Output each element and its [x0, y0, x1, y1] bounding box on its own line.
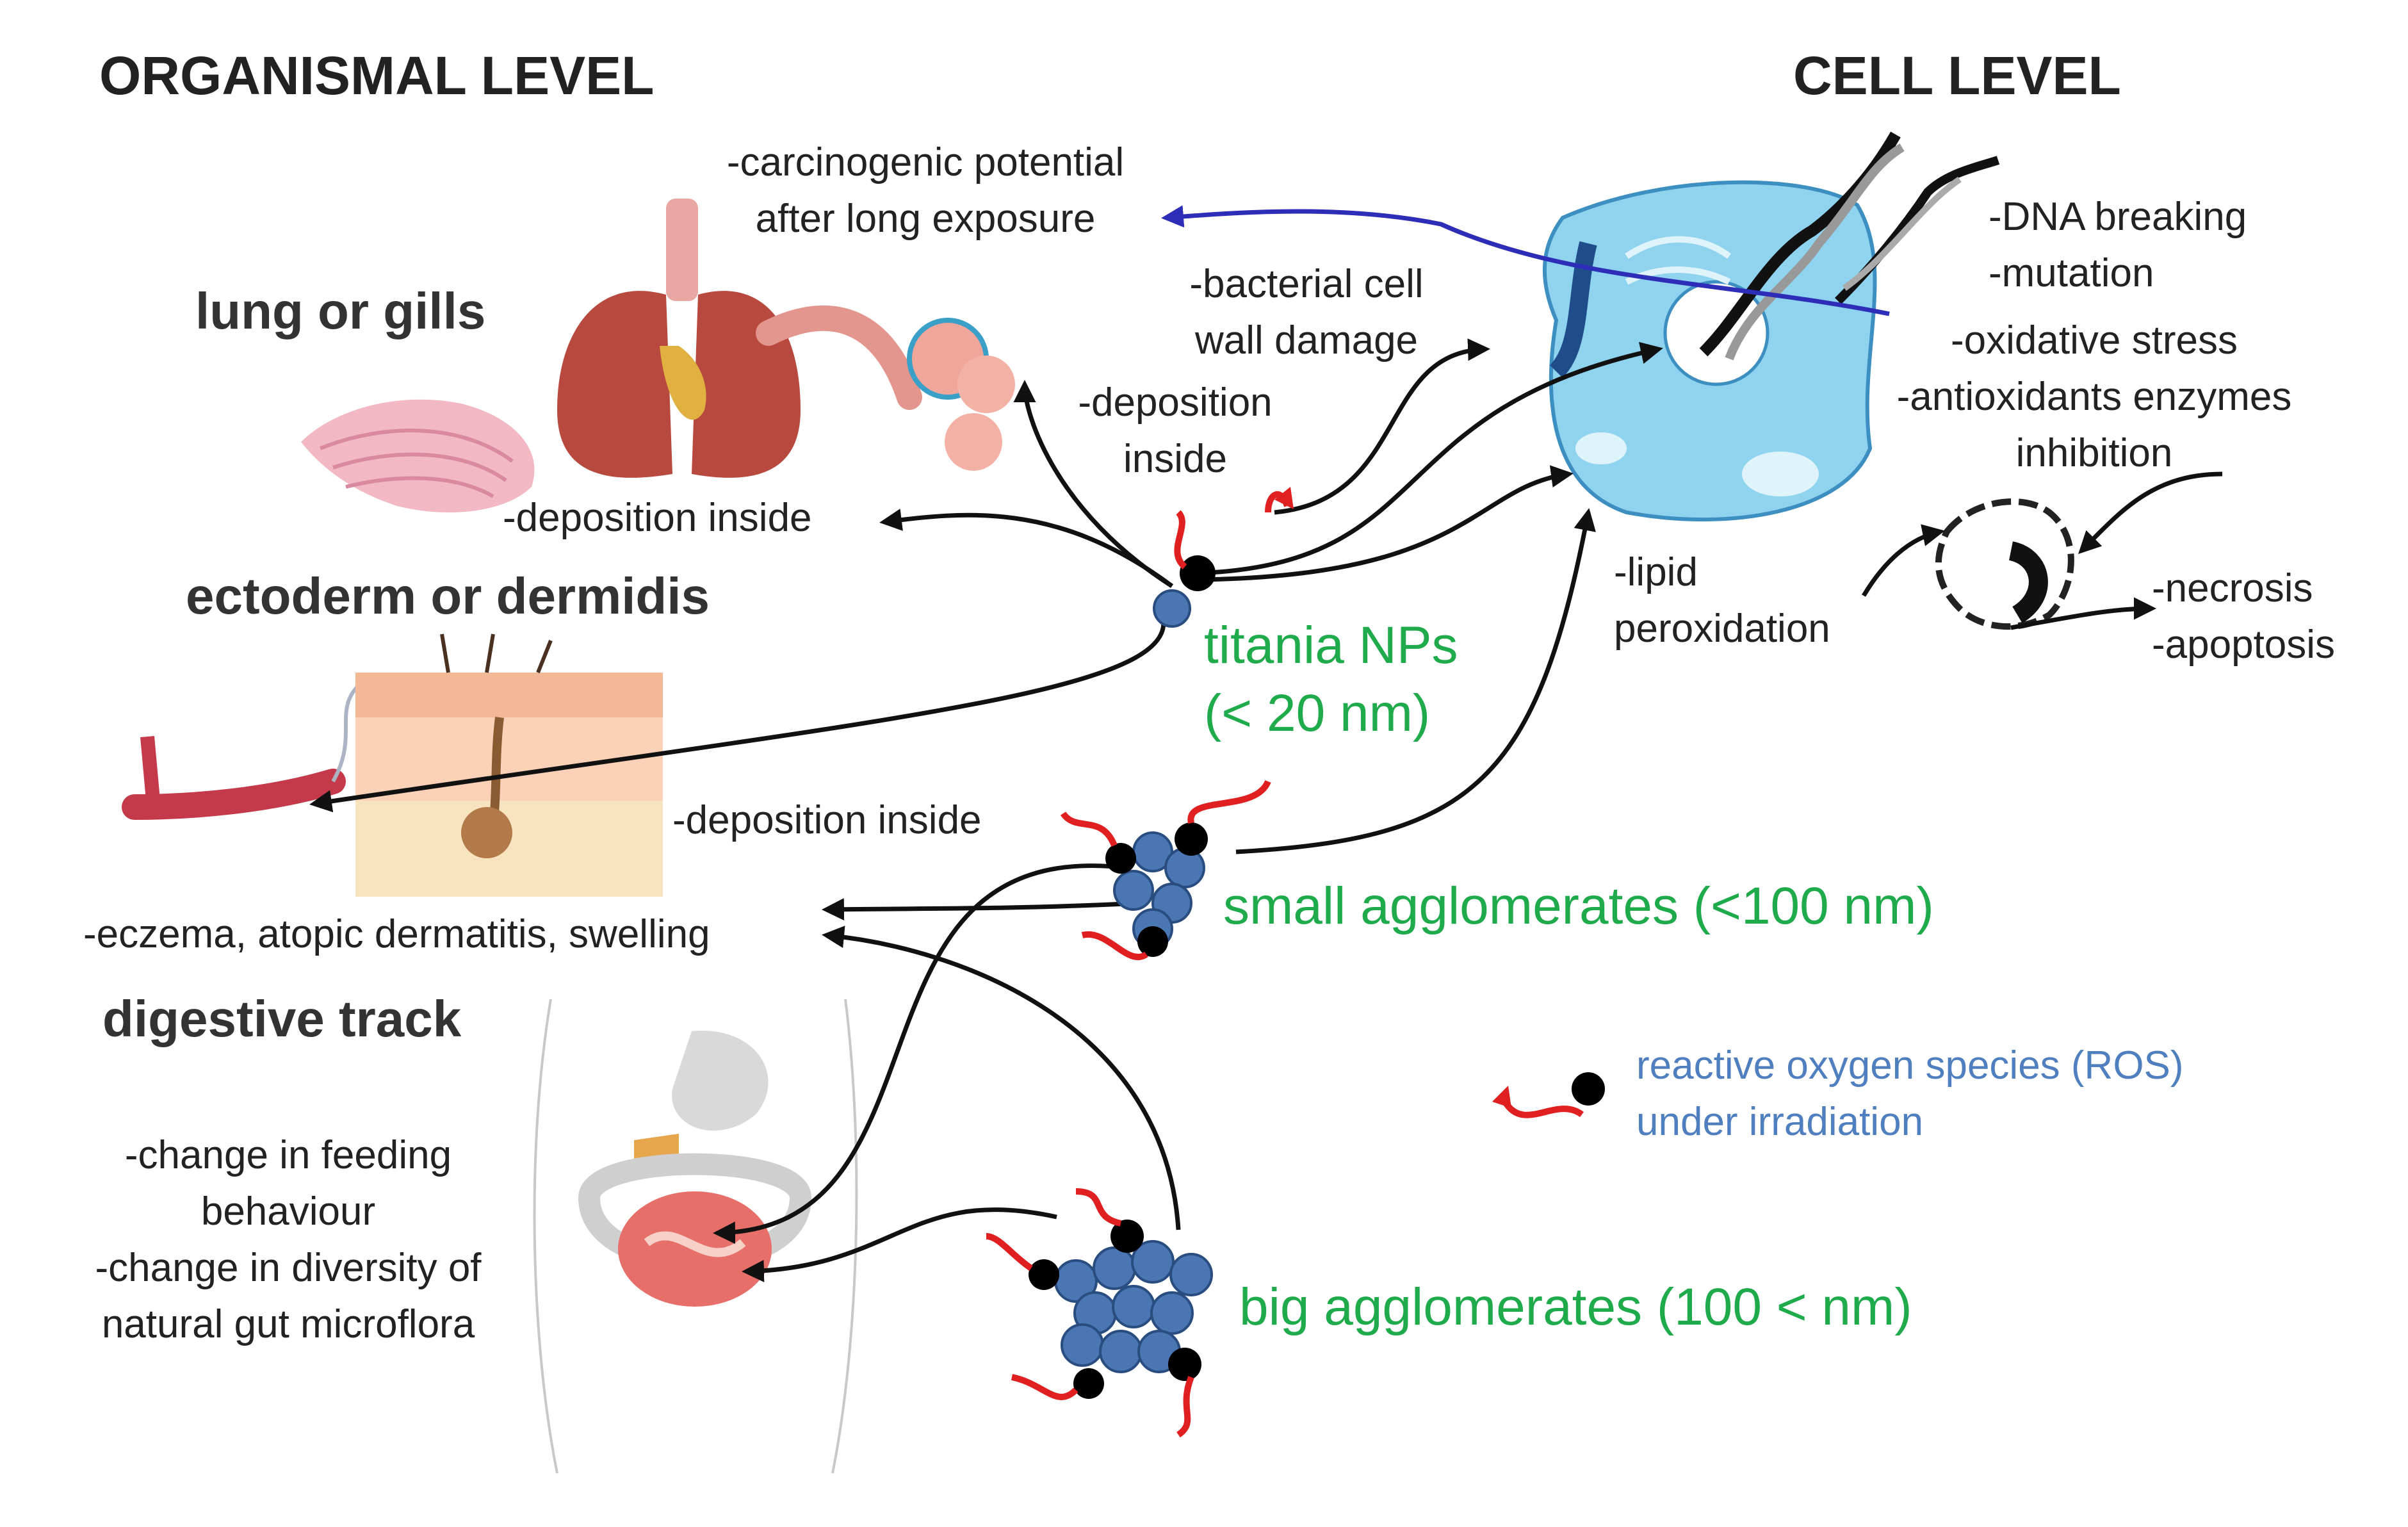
carcinogenic-line-1: -carcinogenic potential: [726, 140, 1125, 184]
oxidative-line-2: -antioxidants enzymes: [1896, 375, 2292, 419]
cell-level-title: CELL LEVEL: [1793, 45, 2121, 106]
digestive-line-4: natural gut microflora: [101, 1302, 475, 1346]
arrow-to-gills: [879, 509, 1174, 588]
arrow-to-skin: [309, 614, 1166, 813]
bacterial-line-2: wall damage: [1194, 318, 1419, 363]
apoptosis-label: -apoptosis: [2152, 623, 2336, 667]
dna-line-2: -mutation: [1989, 251, 2154, 295]
digestive-illustration: [533, 999, 858, 1474]
digestive-label: digestive track: [102, 990, 462, 1047]
legend-line-2: under irradiation: [1636, 1100, 1924, 1144]
oxidative-effect: -oxidative stress -antioxidants enzymes …: [1832, 313, 2357, 482]
legend-ros-text: reactive oxygen species (ROS) under irra…: [1636, 1038, 2184, 1150]
oxidative-line-1: -oxidative stress: [1951, 318, 2238, 363]
arrow-small-to-cell: [1235, 508, 1596, 854]
worm-illustration: [122, 683, 361, 820]
carcinogenic-effect: -carcinogenic potential after long expos…: [695, 135, 1156, 247]
necrosis-label: -necrosis: [2152, 566, 2313, 610]
small-agglomerate: [1060, 780, 1271, 961]
titania-line-2: (< 20 nm): [1204, 684, 1431, 742]
lung-gills-label: lung or gills: [195, 282, 486, 339]
arrow-oxidative-in: [2078, 471, 2223, 554]
arrow-small-to-gut: [713, 863, 1128, 1245]
eczema-effect: -eczema, atopic dermatitis, swelling: [83, 912, 710, 956]
gills-deposition-effect: -deposition inside: [503, 496, 812, 540]
dead-cell-illustration: [1935, 498, 2074, 630]
digestive-line-1: -change in feeding: [124, 1133, 452, 1177]
lungs-illustration: [557, 199, 1015, 478]
legend-ros-icon: [1492, 1072, 1605, 1118]
big-agglomerate: [986, 1188, 1213, 1438]
gills-illustration: [301, 399, 535, 512]
arrow-to-cell-1: [1197, 341, 1663, 576]
lipid-effect: -lipid peroxidation: [1614, 544, 1830, 657]
arrow-to-lung: [1013, 380, 1173, 588]
dna-illustration: [1699, 131, 2000, 361]
digestive-line-2: behaviour: [200, 1189, 376, 1234]
skin-illustration: [355, 633, 663, 897]
oxidative-line-3: inhibition: [2015, 431, 2173, 475]
ectoderm-label: ectoderm or dermidis: [186, 568, 710, 625]
organismal-level-title: ORGANISMAL LEVEL: [99, 45, 655, 106]
skin-deposition-effect: -deposition inside: [672, 798, 982, 842]
titania-line-1: titania NPs: [1204, 616, 1458, 674]
arrow-lipid-in: [1861, 524, 1945, 597]
lipid-line-1: -lipid: [1614, 550, 1698, 594]
titania-label: titania NPs (< 20 nm): [1204, 612, 1458, 747]
arrow-big-to-gut: [742, 1207, 1057, 1282]
titania-particle: [1153, 589, 1191, 628]
lung-deposition-line-2: inside: [1123, 437, 1227, 481]
bacterial-effect: -bacterial cell wall damage: [1166, 256, 1447, 369]
digestive-effect: -change in feeding behaviour -change in …: [58, 1127, 519, 1353]
ros-marker: [1180, 555, 1216, 591]
dna-effect: -DNA breaking -mutation: [1989, 189, 2247, 302]
lung-deposition-effect: -deposition inside: [1060, 375, 1290, 487]
arrow-big-to-eczema: [822, 926, 1181, 1230]
lipid-line-2: peroxidation: [1614, 607, 1830, 651]
arrow-to-bacteria: [1274, 338, 1490, 515]
arrow-carcinogenic: [1161, 205, 1890, 316]
carcinogenic-line-2: after long exposure: [755, 197, 1096, 241]
legend-line-1: reactive oxygen species (ROS): [1636, 1043, 2184, 1088]
arrow-to-necrosis: [2010, 597, 2156, 630]
small-agglomerates-label: small agglomerates (<100 nm): [1223, 877, 1934, 935]
big-agglomerates-label: big agglomerates (100 < nm): [1239, 1278, 1912, 1336]
digestive-line-3: -change in diversity of: [95, 1246, 482, 1290]
arrow-to-cell-2: [1197, 465, 1574, 582]
lung-deposition-line-1: -deposition: [1078, 380, 1273, 425]
arrow-small-to-eczema: [822, 898, 1141, 921]
cell-death-effect: -necrosis -apoptosis: [2152, 560, 2335, 673]
dna-line-1: -DNA breaking: [1989, 195, 2247, 239]
bacterial-line-1: -bacterial cell: [1189, 262, 1424, 306]
